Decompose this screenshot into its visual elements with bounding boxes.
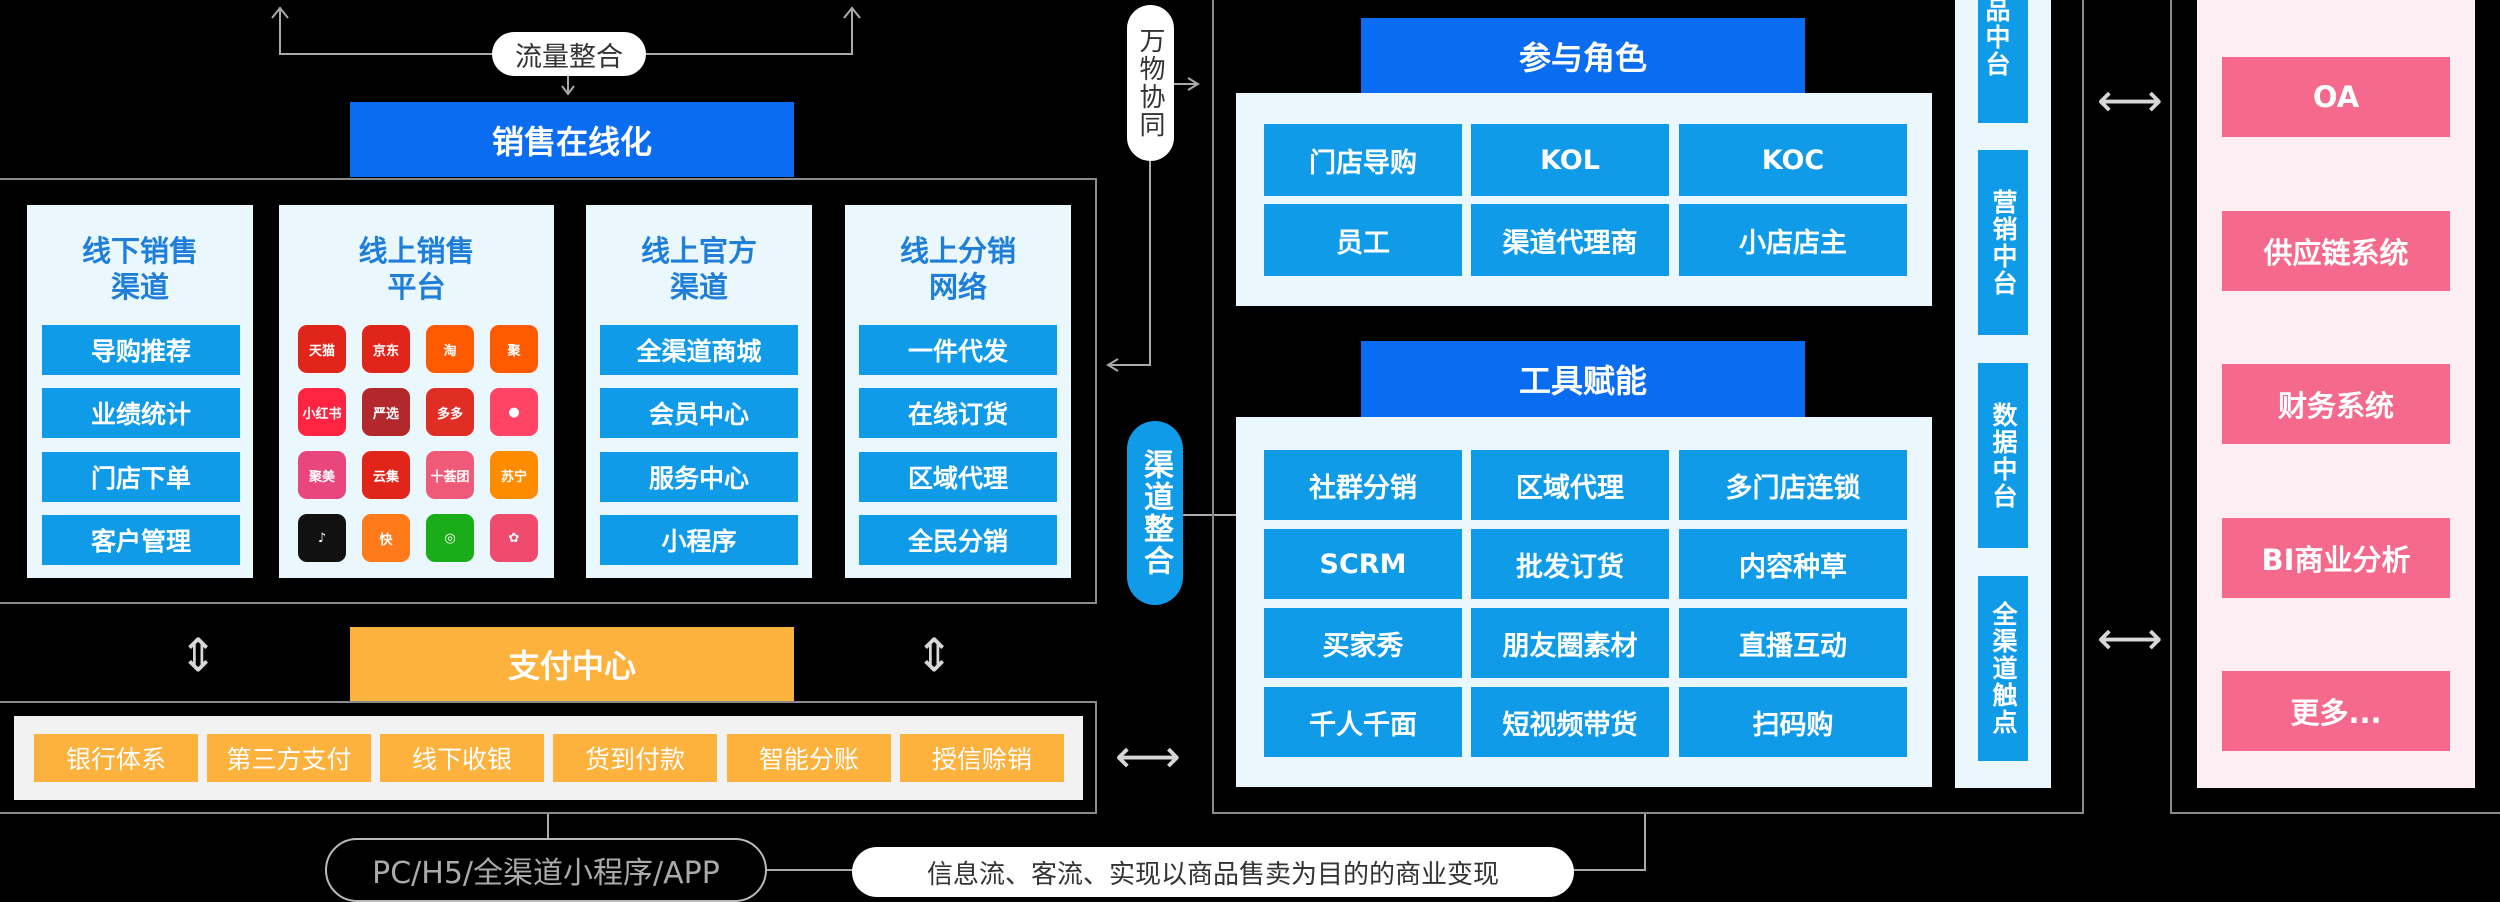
channel-item-button[interactable]: 门店下单 <box>42 452 240 502</box>
kuaishou-icon[interactable]: 快 <box>362 514 410 562</box>
channel-item-button[interactable]: 一件代发 <box>859 325 1057 375</box>
tools-title: 工具赋能 <box>1518 362 1647 400</box>
system-item-supply-chain[interactable]: 供应链系统 <box>2222 211 2450 291</box>
middle-platform-frame <box>1212 0 2084 814</box>
double-arrow-vertical-icon: ⇕ <box>178 628 218 682</box>
offline-sales-title: 线下销售 渠道 <box>81 234 198 304</box>
role-item[interactable]: KOL <box>1471 124 1669 196</box>
system-item-finance[interactable]: 财务系统 <box>2222 364 2450 444</box>
channel-item-button[interactable]: 会员中心 <box>600 388 798 438</box>
tool-item[interactable]: 社群分销 <box>1264 450 1462 520</box>
double-arrow-horizontal-icon: ⟷ <box>2097 611 2163 665</box>
platform-tab-product[interactable]: 品中台 <box>1978 0 2028 123</box>
system-item-bi[interactable]: BI商业分析 <box>2222 518 2450 598</box>
payment-item[interactable]: 线下收银 <box>380 734 544 782</box>
channel-integration-pill: 渠道整合 <box>1127 421 1183 605</box>
payment-item[interactable]: 智能分账 <box>727 734 891 782</box>
roles-title: 参与角色 <box>1518 38 1647 77</box>
pinduoduo-icon[interactable]: 多多 <box>426 388 474 436</box>
sales-channels-frame <box>0 178 1097 604</box>
channel-item-button[interactable]: 区域代理 <box>859 452 1057 502</box>
tmall-icon[interactable]: 天猫 <box>298 325 346 373</box>
platform-icon-grid: 天猫京东淘聚小红书严选多多 ● 聚美云集十荟团苏宁 ♪ 快 ◎ ✿ <box>298 325 538 565</box>
tool-item[interactable]: SCRM <box>1264 529 1462 599</box>
tools-header: 工具赋能 <box>1361 341 1805 417</box>
traffic-integration-pill: 流量整合 <box>492 32 646 76</box>
platform-tab-marketing[interactable]: 营销中台 <box>1978 150 2028 335</box>
payment-frame <box>0 701 1097 814</box>
official-channels-title: 线上官方 渠道 <box>640 234 757 304</box>
jumei-icon[interactable]: 聚美 <box>298 451 346 499</box>
taobao-icon[interactable]: 淘 <box>426 325 474 373</box>
tool-item[interactable]: 内容种草 <box>1679 529 1907 599</box>
tool-item[interactable]: 扫码购 <box>1679 687 1907 757</box>
channel-item-button[interactable]: 在线订货 <box>859 388 1057 438</box>
yanxuan-icon[interactable]: 严选 <box>362 388 410 436</box>
mogujie-icon[interactable]: ● <box>490 388 538 436</box>
tool-item[interactable]: 区域代理 <box>1471 450 1669 520</box>
system-item-oa[interactable]: OA <box>2222 57 2450 137</box>
platform-tab-data[interactable]: 数据中台 <box>1978 363 2028 548</box>
tool-item[interactable]: 买家秀 <box>1264 608 1462 678</box>
sales-online-label: 销售在线化 <box>491 122 652 161</box>
suning-icon[interactable]: 苏宁 <box>490 451 538 499</box>
double-arrow-horizontal-icon: ⟷ <box>1115 729 1181 783</box>
role-item[interactable]: 员工 <box>1264 204 1462 276</box>
tool-item[interactable]: 直播互动 <box>1679 608 1907 678</box>
channel-item-button[interactable]: 客户管理 <box>42 515 240 565</box>
meituan-icon[interactable]: 十荟团 <box>426 451 474 499</box>
jd-icon[interactable]: 京东 <box>362 325 410 373</box>
role-item[interactable]: 门店导购 <box>1264 124 1462 196</box>
payment-item[interactable]: 第三方支付 <box>207 734 371 782</box>
platform-endpoints-label: PC/H5/全渠道小程序/APP <box>372 856 720 891</box>
wechat-mini-icon[interactable]: ◎ <box>426 514 474 562</box>
tool-item[interactable]: 批发订货 <box>1471 529 1669 599</box>
juhuasuan-icon[interactable]: 聚 <box>490 325 538 373</box>
channel-item-button[interactable]: 全民分销 <box>859 515 1057 565</box>
role-item[interactable]: 渠道代理商 <box>1471 204 1669 276</box>
roles-header: 参与角色 <box>1361 18 1805 93</box>
tool-item[interactable]: 短视频带货 <box>1471 687 1669 757</box>
business-monetization-pill: 信息流、客流、实现以商品售卖为目的的商业变现 <box>852 847 1574 897</box>
double-arrow-vertical-icon: ⇕ <box>914 628 954 682</box>
channel-item-button[interactable]: 小程序 <box>600 515 798 565</box>
douyin-icon[interactable]: ♪ <box>298 514 346 562</box>
channel-item-button[interactable]: 导购推荐 <box>42 325 240 375</box>
distribution-network-title: 线上分销 网络 <box>899 234 1016 304</box>
role-item[interactable]: KOC <box>1679 124 1907 196</box>
channel-item-button[interactable]: 全渠道商城 <box>600 325 798 375</box>
yunji-icon[interactable]: 云集 <box>362 451 410 499</box>
payment-center-header: 支付中心 <box>350 627 794 701</box>
channel-item-button[interactable]: 业绩统计 <box>42 388 240 438</box>
tool-item[interactable]: 千人千面 <box>1264 687 1462 757</box>
tool-item[interactable]: 朋友圈素材 <box>1471 608 1669 678</box>
online-platforms-title: 线上销售 平台 <box>358 234 475 304</box>
double-arrow-horizontal-icon: ⟷ <box>2097 73 2163 127</box>
sales-online-header: 销售在线化 <box>350 102 794 177</box>
payment-item[interactable]: 货到付款 <box>553 734 717 782</box>
payment-center-label: 支付中心 <box>507 647 636 685</box>
channel-integration-label: 渠道整合 <box>1138 449 1173 577</box>
payment-item[interactable]: 银行体系 <box>34 734 198 782</box>
wanwu-collaboration-label: 万物协同 <box>1135 27 1165 139</box>
role-item[interactable]: 小店店主 <box>1679 204 1907 276</box>
business-monetization-label: 信息流、客流、实现以商品售卖为目的的商业变现 <box>926 859 1499 890</box>
systems-frame <box>2170 0 2500 814</box>
wanwu-collaboration-pill: 万物协同 <box>1127 5 1174 161</box>
tool-item[interactable]: 多门店连锁 <box>1679 450 1907 520</box>
platform-tab-touchpoints[interactable]: 全渠道触点 <box>1978 576 2028 761</box>
traffic-integration-label: 流量整合 <box>515 41 623 73</box>
channel-item-button[interactable]: 服务中心 <box>600 452 798 502</box>
platform-endpoints-pill: PC/H5/全渠道小程序/APP <box>325 838 767 902</box>
flower-icon[interactable]: ✿ <box>490 514 538 562</box>
xiaohongshu-icon[interactable]: 小红书 <box>298 388 346 436</box>
payment-item[interactable]: 授信赊销 <box>900 734 1064 782</box>
system-item-more[interactable]: 更多... <box>2222 671 2450 751</box>
